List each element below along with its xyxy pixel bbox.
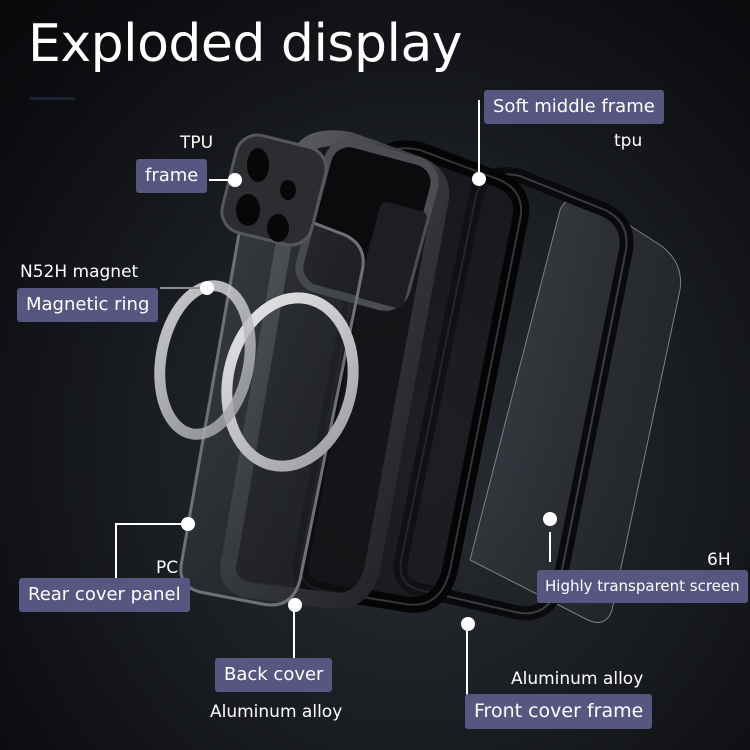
magnetic-ring-label: Magnetic ring bbox=[17, 288, 159, 322]
back-cover-caption: Aluminum alloy bbox=[210, 702, 343, 722]
tpu-caption-right: tpu bbox=[614, 131, 643, 151]
rear-leader-hline bbox=[116, 523, 188, 525]
front-frame-marker-dot bbox=[461, 617, 475, 631]
frame-leader-line bbox=[209, 179, 233, 181]
title-underline bbox=[30, 97, 75, 100]
camera-lens-frame bbox=[220, 133, 328, 247]
soft-middle-frame-label: Soft middle frame bbox=[484, 90, 664, 124]
soft-frame-leader-line bbox=[478, 100, 480, 178]
tpu-caption: TPU bbox=[180, 133, 214, 153]
pc-caption: PC bbox=[156, 558, 179, 578]
front-frame-leader-line bbox=[466, 625, 468, 697]
rear-marker-dot bbox=[181, 517, 195, 531]
front-frame-caption: Aluminum alloy bbox=[511, 669, 644, 689]
n52h-caption: N52H magnet bbox=[20, 262, 139, 282]
rear-cover-panel-label: Rear cover panel bbox=[19, 578, 190, 612]
magnetic-ring bbox=[154, 280, 359, 472]
back-cover-leader-line bbox=[293, 606, 295, 660]
6h-caption: 6H bbox=[707, 550, 731, 570]
screen-leader-line bbox=[549, 532, 551, 562]
magnetic-leader-line bbox=[160, 287, 206, 289]
page-title: Exploded display bbox=[28, 14, 463, 74]
screen-marker-dot bbox=[543, 512, 557, 526]
front-cover-frame-label: Front cover frame bbox=[465, 694, 653, 729]
back-cover-marker-dot bbox=[288, 598, 302, 612]
frame-marker-dot bbox=[228, 173, 242, 187]
frame-label: frame bbox=[136, 159, 208, 193]
magnetic-marker-dot bbox=[200, 281, 214, 295]
soft-frame-marker-dot bbox=[472, 172, 486, 186]
back-cover-label: Back cover bbox=[215, 658, 333, 692]
screen-label: Highly transparent screen bbox=[537, 570, 748, 603]
rear-leader-vline bbox=[115, 523, 117, 579]
